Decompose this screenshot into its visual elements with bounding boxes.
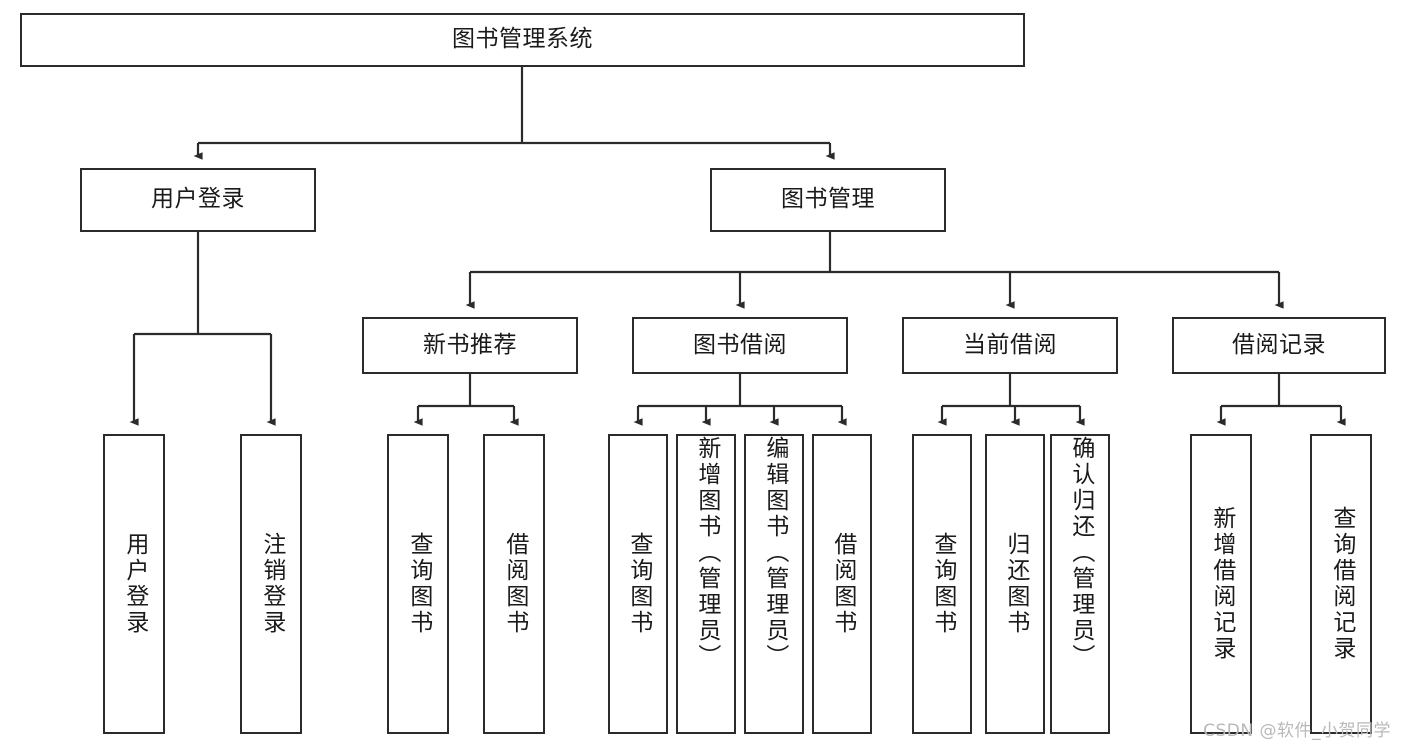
node-user-login-label: 用户登录 [151, 186, 245, 213]
node-root[interactable]: 图书管理系统 [20, 13, 1025, 67]
node-current-borrow-label: 当前借阅 [963, 331, 1057, 358]
node-book-borrow[interactable]: 图书借阅 [632, 317, 848, 374]
node-book-manage[interactable]: 图书管理 [710, 168, 946, 232]
node-leaf-add-book-admin-label: 新增图书（管理员） [693, 436, 720, 670]
node-leaf-add-borrow-record-label: 新增借阅记录 [1208, 506, 1235, 662]
node-new-book-recommend[interactable]: 新书推荐 [362, 317, 578, 374]
node-leaf-return-book-label: 归还图书 [1002, 532, 1029, 636]
node-leaf-edit-book-admin[interactable]: 编辑图书（管理员） [744, 434, 804, 734]
node-leaf-query-book-recommend-label: 查询图书 [405, 532, 432, 636]
node-leaf-user-login[interactable]: 用户登录 [103, 434, 165, 734]
node-current-borrow[interactable]: 当前借阅 [902, 317, 1118, 374]
watermark: CSDN @软件_小贺同学 [1203, 721, 1391, 741]
node-leaf-query-book-label: 查询图书 [625, 532, 652, 636]
node-leaf-query-borrow-record-label: 查询借阅记录 [1328, 506, 1355, 662]
node-leaf-query-borrow-record[interactable]: 查询借阅记录 [1310, 434, 1372, 734]
node-leaf-borrow-book-label: 借阅图书 [829, 532, 856, 636]
node-borrow-record[interactable]: 借阅记录 [1172, 317, 1386, 374]
node-book-borrow-label: 图书借阅 [693, 331, 787, 358]
node-leaf-query-book-current-label: 查询图书 [929, 532, 956, 636]
node-leaf-logout-label: 注销登录 [258, 532, 285, 636]
node-leaf-user-login-label: 用户登录 [121, 532, 148, 636]
node-leaf-borrow-book-recommend[interactable]: 借阅图书 [483, 434, 545, 734]
node-root-label: 图书管理系统 [452, 26, 593, 53]
node-leaf-return-book[interactable]: 归还图书 [985, 434, 1045, 734]
node-leaf-add-book-admin[interactable]: 新增图书（管理员） [676, 434, 736, 734]
node-leaf-logout[interactable]: 注销登录 [240, 434, 302, 734]
node-borrow-record-label: 借阅记录 [1232, 331, 1326, 358]
node-leaf-edit-book-admin-label: 编辑图书（管理员） [761, 436, 788, 670]
node-leaf-borrow-book-recommend-label: 借阅图书 [501, 532, 528, 636]
node-leaf-query-book-recommend[interactable]: 查询图书 [387, 434, 449, 734]
node-leaf-add-borrow-record[interactable]: 新增借阅记录 [1190, 434, 1252, 734]
node-leaf-query-book-current[interactable]: 查询图书 [912, 434, 972, 734]
node-leaf-confirm-return-admin[interactable]: 确认归还（管理员） [1050, 434, 1110, 734]
node-leaf-borrow-book[interactable]: 借阅图书 [812, 434, 872, 734]
node-leaf-query-book[interactable]: 查询图书 [608, 434, 668, 734]
node-book-manage-label: 图书管理 [781, 186, 875, 213]
node-new-book-recommend-label: 新书推荐 [423, 331, 517, 358]
node-leaf-confirm-return-admin-label: 确认归还（管理员） [1067, 436, 1094, 670]
node-user-login[interactable]: 用户登录 [80, 168, 316, 232]
